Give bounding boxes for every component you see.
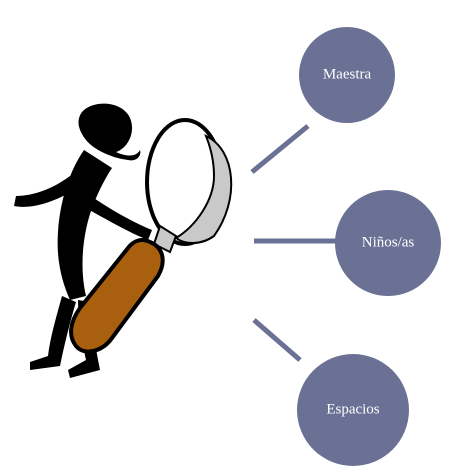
node-maestra-label: Maestra: [323, 66, 372, 82]
person-with-magnifier-illustration: [14, 104, 231, 378]
figure-head: [79, 104, 141, 161]
node-ninos: Niños/as: [335, 190, 441, 296]
node-ninos-label: Niños/as: [362, 234, 415, 250]
figure-right-arm: [82, 194, 152, 240]
node-maestra: Maestra: [299, 27, 395, 123]
node-espacios: Espacios: [297, 354, 409, 466]
node-espacios-label: Espacios: [326, 401, 379, 417]
connector-maestra: [252, 126, 308, 172]
magnifier-lens-shade: [176, 136, 231, 243]
connector-espacios: [254, 320, 300, 360]
